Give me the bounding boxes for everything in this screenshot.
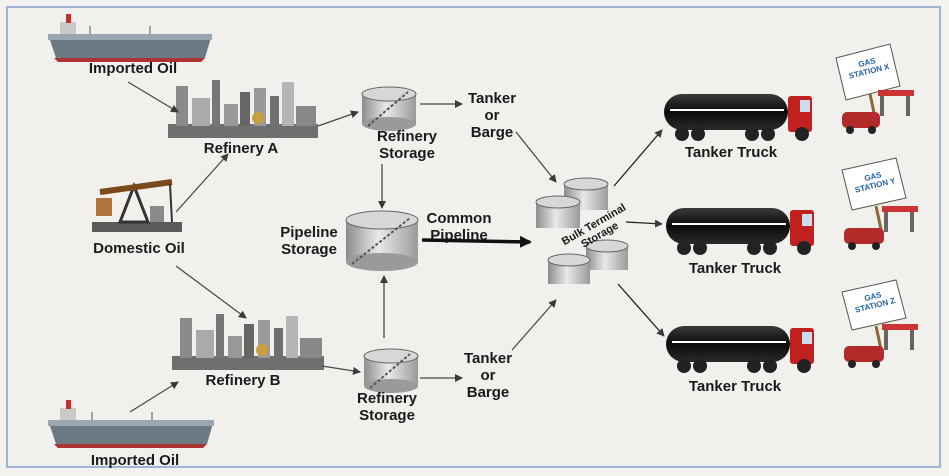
tanker-barge-top-label: Tanker or Barge [464, 90, 520, 141]
tanker-truck-3-label: Tanker Truck [668, 378, 802, 395]
oil-pump-icon [92, 182, 182, 232]
ship-icon-top [48, 14, 212, 62]
refinery-storage-bottom-label: Refinery Storage [352, 390, 422, 424]
tanker-truck-icon-1 [664, 94, 812, 141]
pipeline-storage-label: Pipeline Storage [274, 224, 344, 258]
refinery-b-label: Refinery B [198, 372, 288, 389]
refinery-b-icon [172, 314, 324, 370]
refinery-storage-top-label: Refinery Storage [372, 128, 442, 162]
refinery-a-icon [168, 80, 318, 138]
refinery-storage-tank-top [362, 87, 416, 131]
domestic-oil-label: Domestic Oil [84, 240, 194, 257]
tanker-truck-icon-3 [666, 326, 814, 373]
pipeline-storage-tank [346, 211, 418, 271]
imported-oil-bottom-label: Imported Oil [80, 452, 190, 469]
ship-icon-bottom [48, 400, 214, 448]
common-pipeline-label: Common Pipeline [414, 210, 504, 244]
refinery-storage-tank-bottom [364, 349, 418, 393]
tanker-truck-2-label: Tanker Truck [668, 260, 802, 277]
tanker-barge-bottom-label: Tanker or Barge [460, 350, 516, 401]
refinery-a-label: Refinery A [196, 140, 286, 157]
imported-oil-top-label: Imported Oil [78, 60, 188, 77]
tanker-truck-icon-2 [666, 208, 814, 255]
tanker-truck-1-label: Tanker Truck [664, 144, 798, 161]
